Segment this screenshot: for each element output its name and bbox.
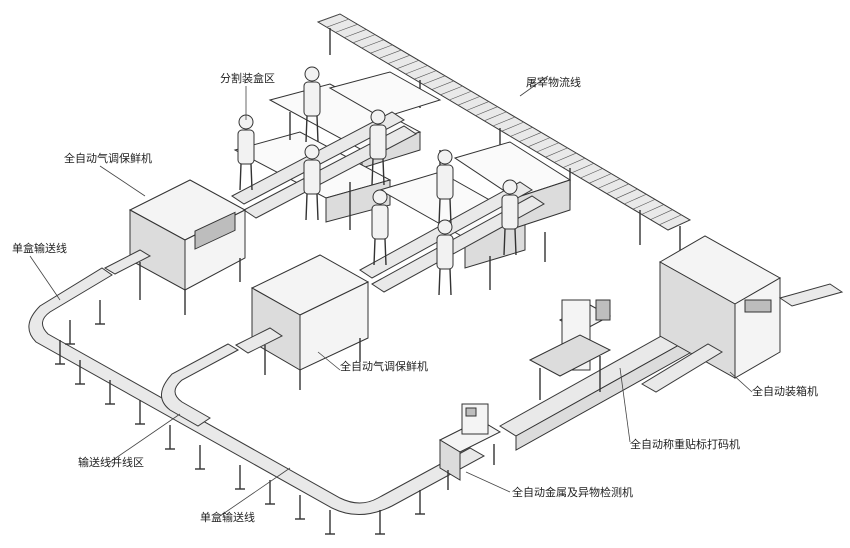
auto-case-packer-label: 全自动装箱机 <box>752 384 818 398</box>
worker-figure-icon <box>303 66 321 143</box>
roller <box>405 65 428 75</box>
roller <box>396 60 419 70</box>
roller <box>387 54 411 64</box>
metal-detector-machine <box>438 403 502 490</box>
conveyor-merge-area-label: 输送线并线区 <box>78 455 144 469</box>
metal-detector-label: 全自动金属及异物检测机 <box>512 485 633 499</box>
roller <box>659 214 682 226</box>
worker-figure-icon <box>501 179 519 256</box>
roller <box>449 90 472 101</box>
single-box-conveyor-loop <box>28 267 486 535</box>
roller <box>606 183 629 194</box>
roller <box>615 188 638 200</box>
split-boxing-area-label: 分割装盒区 <box>220 71 275 85</box>
clean-logistics-line-label: 屠宰物流线 <box>526 75 581 89</box>
roller <box>536 142 559 153</box>
roller <box>527 137 551 148</box>
roller <box>361 39 384 49</box>
conveyor-stands <box>55 300 425 535</box>
map-machine-top-label: 全自动气调保鲜机 <box>64 151 152 165</box>
roller <box>370 44 393 54</box>
roller <box>335 24 358 33</box>
worker-figure-icon <box>436 219 454 296</box>
roller <box>501 121 524 132</box>
roller <box>632 199 656 210</box>
roller <box>597 178 621 189</box>
roller <box>650 209 673 220</box>
roller <box>624 193 647 205</box>
roller <box>466 101 489 111</box>
weigh-label-coder-label: 全自动称重贴标打码机 <box>630 437 740 451</box>
roller <box>589 173 612 184</box>
roller <box>484 111 507 122</box>
leader-lines <box>29 75 753 517</box>
roller <box>580 168 603 179</box>
worker-figure-icon <box>371 189 389 266</box>
roller <box>440 85 463 96</box>
single-box-conveyor-bottom-label: 单盒输送线 <box>200 510 255 524</box>
map-machine-middle <box>235 254 370 390</box>
roller-conveyor-icon <box>317 13 682 226</box>
roller <box>352 34 376 44</box>
roller <box>510 127 533 137</box>
roller <box>457 96 481 106</box>
roller <box>344 29 367 38</box>
roller <box>379 49 402 59</box>
roller <box>519 132 542 142</box>
roller <box>562 157 586 168</box>
roller <box>641 204 664 215</box>
labels: 分割装盒区 屠宰物流线 全自动气调保鲜机 单盒输送线 全自动气调保鲜机 全自动装… <box>12 71 818 524</box>
roller <box>422 75 446 85</box>
map-machine-middle-label: 全自动气调保鲜机 <box>340 359 428 373</box>
worker-figure-icon <box>303 144 321 221</box>
weigh-label-coder-machine <box>528 299 612 400</box>
roller <box>571 163 594 174</box>
worker-figure-icon <box>369 109 387 186</box>
roller <box>317 13 341 23</box>
map-machine-top <box>103 179 247 315</box>
roller <box>475 106 498 116</box>
worker-figure-icon <box>237 114 255 191</box>
roller <box>326 18 349 28</box>
roller <box>545 147 568 158</box>
roller <box>492 116 516 127</box>
single-box-conveyor-left-label: 单盒输送线 <box>12 241 67 255</box>
clean-logistics-roller-line <box>316 13 692 252</box>
roller <box>554 152 577 163</box>
roller <box>431 80 454 90</box>
roller <box>414 70 437 80</box>
workers-group <box>237 66 519 296</box>
worker-figure-icon <box>436 149 454 226</box>
case-packer-machine <box>641 235 844 393</box>
